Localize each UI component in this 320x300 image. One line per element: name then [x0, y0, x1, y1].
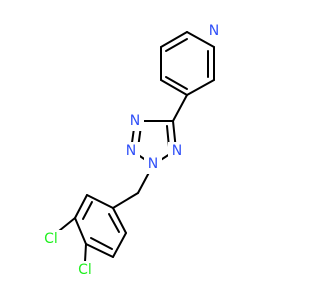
tetrazole-n3-label: N: [148, 156, 158, 172]
bond-pyr-tz: [172, 94, 188, 122]
pyridine-nitrogen-label: N: [209, 23, 219, 39]
chlorine-3-label: Cl: [44, 231, 58, 247]
bond-pyr-a-inner: [165, 38, 188, 52]
bond-ph-b: [74, 194, 88, 219]
tetrazole-n2-label: N: [126, 143, 136, 159]
bond-ph-f: [112, 207, 127, 234]
tetrazole-n4-atom: N: [168, 142, 186, 161]
bond-pyr-f: [186, 31, 215, 48]
bond-pyr-c: [160, 79, 188, 96]
bond-ph-d-inner: [90, 237, 113, 250]
tetrazole-n4-label: N: [172, 143, 182, 159]
bond-ph-cl4: [84, 243, 87, 263]
bond-pyr-d: [186, 79, 215, 96]
bond-ch2-ring: [112, 192, 139, 209]
chlorine-3-atom: Cl: [40, 230, 62, 249]
bond-ph-d: [85, 243, 114, 258]
bond-ph-f-inner: [108, 213, 120, 233]
tetrazole-n1-label: N: [130, 113, 140, 129]
bond-pyr-a: [160, 31, 188, 48]
pyridine-nitrogen-atom: N: [205, 22, 223, 41]
tetrazole-n2-atom: N: [122, 142, 140, 161]
chlorine-4-label: Cl: [78, 262, 92, 278]
bond-ph-c: [74, 217, 87, 245]
tetrazole-n3-atom: N: [144, 155, 162, 174]
atom-labels: N N N N N Cl Cl: [40, 22, 223, 280]
bond-ph-b-inner: [82, 201, 93, 220]
molecule-structure: N N N N N Cl Cl: [40, 22, 223, 280]
chlorine-4-atom: Cl: [74, 261, 96, 280]
tetrazole-n1-atom: N: [126, 112, 144, 131]
bond-pyr-c-inner: [165, 76, 188, 90]
bond-ph-e: [112, 232, 127, 258]
bond-ph-a: [86, 194, 114, 209]
